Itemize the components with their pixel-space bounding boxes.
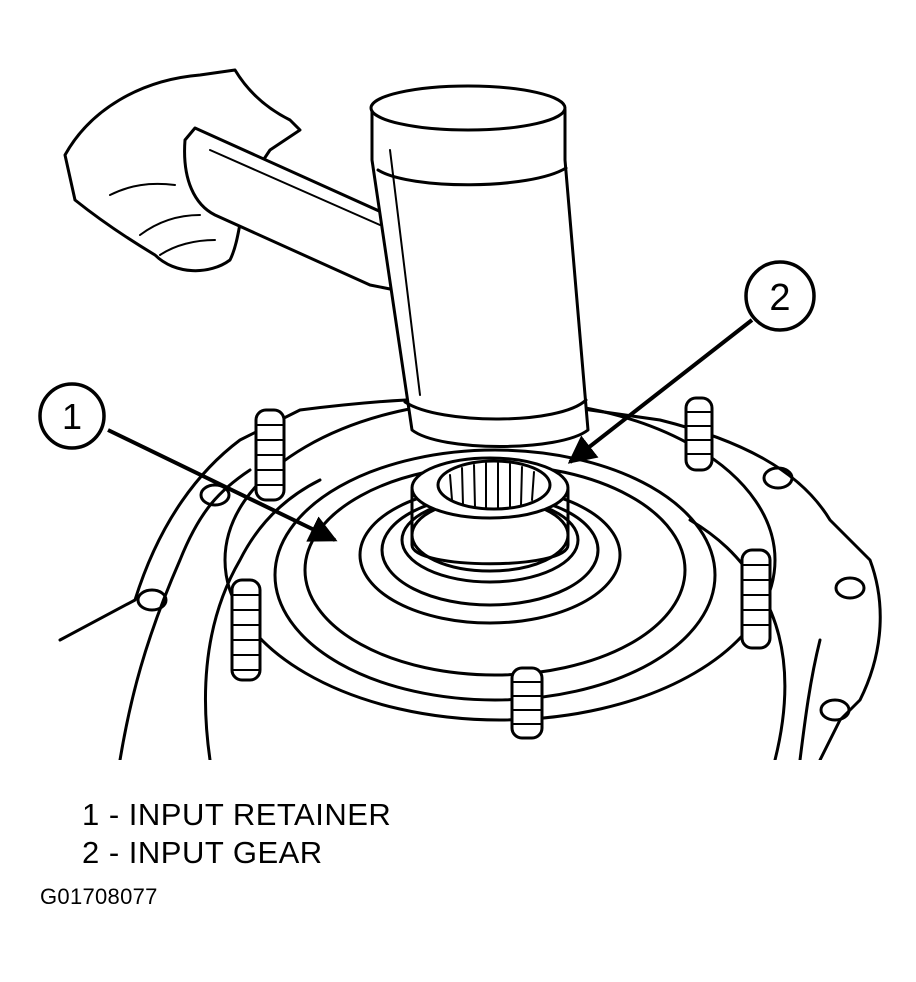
input-gear-bore [436,459,552,511]
stud [230,578,262,682]
gear-splines [449,462,535,509]
stud [684,396,714,472]
callout-2-number: 2 [769,277,790,319]
callout-2-circle [744,260,816,332]
housing-flange-left [118,468,252,760]
bolt-hole [762,466,794,490]
callout-1: 1 [38,382,338,542]
legend-item-input-retainer: 1 - INPUT RETAINER [82,797,392,832]
stud [510,666,544,740]
housing-inner-edge-left [203,478,322,760]
stud [740,548,772,650]
callout-2-leader [567,318,754,464]
callout-1-leader [107,428,338,542]
input-retainer-installation-illustration: 1 2 [38,68,882,760]
mallet-head [370,108,590,448]
mallet-handle-highlight [209,149,381,226]
retainer-ring-2 [273,448,717,702]
mallet-head-shine [389,149,421,396]
legend-item-input-gear: 2 - INPUT GEAR [82,835,323,870]
bolt-hole [819,698,851,722]
legend: 1 - INPUT RETAINER 2 - INPUT GEAR [82,796,391,872]
bolt-hole [136,588,168,612]
bolt-hole [199,483,231,507]
stud [254,408,286,502]
input-gear-body [410,488,570,566]
mallet-head-top [369,84,567,132]
mallet-head-band-lower [403,398,588,421]
figure-id: G01708077 [40,884,158,909]
bolt-hole [834,576,866,600]
hand-knuckle-lines [109,182,216,256]
callout-1-number: 1 [62,396,82,437]
callout-1-circle [38,382,106,450]
callout-2: 2 [567,260,816,464]
housing-flange-right [798,638,822,760]
